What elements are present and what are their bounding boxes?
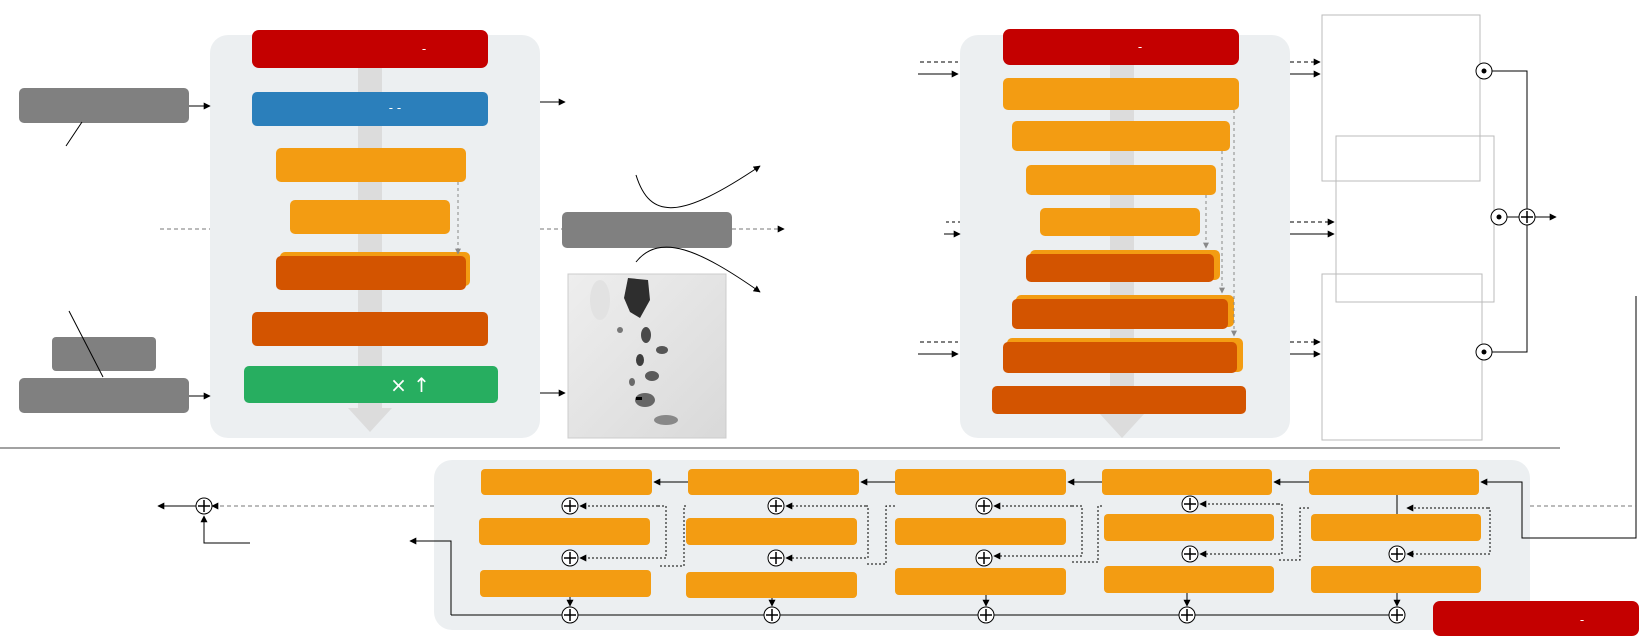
curve-upper [635, 165, 761, 209]
circle-plus-icon [1388, 545, 1406, 563]
bottom-block-c2-r3 [686, 572, 857, 598]
bottom-block-c1-r1 [481, 469, 652, 495]
output-frame-top [1321, 14, 1481, 182]
bottom-block-c4-r2 [1104, 514, 1274, 541]
residual-chain-c3-c2 [866, 505, 895, 565]
circle-plus-icon [763, 606, 781, 624]
encoder-blue-label: - - [389, 101, 401, 115]
circle-plus-icon [767, 497, 785, 515]
circle-plus-icon [767, 549, 785, 567]
bottom-block-c5-r1 [1309, 469, 1479, 495]
encoder-spine-arrowhead [348, 408, 392, 432]
bottom-block-c4-r3 [1104, 566, 1274, 593]
bottom-block-c1-r2 [479, 518, 650, 545]
output-frame-bottom [1321, 273, 1483, 441]
circle-plus-icon [975, 549, 993, 567]
multiply-bottom-connector [1492, 225, 1528, 353]
input-block-top [19, 88, 189, 123]
encoder-green-block [244, 366, 498, 403]
decoder-dark-block-1 [1026, 254, 1214, 282]
residual-loop-c5 [1406, 507, 1491, 558]
decoder-orange-block-1 [1003, 78, 1239, 110]
circle-plus-icon [977, 606, 995, 624]
residual-chain-c2-c1 [658, 505, 686, 567]
encoder-header-label: - [422, 42, 426, 56]
bottom-block-c2-r2 [686, 518, 857, 545]
multiply-top-connector [1492, 70, 1528, 209]
bottom-block-c3-r1 [895, 469, 1066, 495]
input-block-small [52, 337, 156, 371]
circle-plus-icon [1181, 545, 1199, 563]
circle-plus-icon [1388, 606, 1406, 624]
residual-loop-c4 [1199, 503, 1283, 558]
decoder-orange-block-3 [1026, 165, 1216, 195]
circle-plus-icon [561, 497, 579, 515]
decoder-dark-block-4 [992, 386, 1246, 414]
output-badge [1433, 601, 1639, 636]
residual-loop-c2 [785, 505, 869, 562]
grayscale-map-image [567, 273, 727, 439]
residual-chain-c5-c4 [1278, 507, 1309, 561]
bottom-block-c1-r3 [480, 570, 651, 597]
decoder-spine-arrowhead [1100, 414, 1144, 438]
residual-loop-c1 [579, 505, 667, 562]
plus-nodes-row-3 [561, 606, 1406, 624]
bottom-bus-exit [409, 537, 452, 615]
input-block-bottom [19, 378, 189, 413]
bottom-block-c2-r1 [688, 469, 859, 495]
encoder-orange-block-1 [276, 148, 466, 182]
decoder-header-block [1003, 29, 1239, 65]
input-bottom-leader [68, 310, 104, 378]
curve-lower [635, 246, 761, 293]
middle-gray-block [562, 212, 732, 248]
encoder-dark-block-2 [252, 312, 488, 346]
decoder-orange-block-2 [1012, 121, 1230, 151]
circle-dot-icon [1475, 343, 1493, 361]
encoder-dark-block-1 [276, 256, 466, 290]
bottom-block-c5-r2 [1311, 514, 1481, 541]
input-top-leader [65, 121, 83, 147]
residual-chain-c4-c3 [1072, 505, 1102, 563]
circle-plus-icon [1181, 495, 1199, 513]
circle-plus-icon [561, 549, 579, 567]
circle-plus-icon [1178, 606, 1196, 624]
circle-dot-icon [1475, 62, 1493, 80]
circle-plus-icon [195, 497, 213, 515]
decoder-dark-block-3 [1003, 342, 1237, 373]
encoder-blue-block [252, 92, 488, 126]
bottom-input-path [1480, 296, 1637, 539]
decoder-orange-block-4 [1040, 208, 1200, 236]
plus-nodes-row-2 [561, 545, 1406, 567]
encoder-orange-block-2 [290, 200, 450, 234]
plus-nodes-row-1 [561, 495, 1199, 515]
encoder-header-block [252, 30, 488, 68]
output-frame-middle [1335, 135, 1495, 303]
bottom-left-feed [200, 515, 250, 544]
decoder-dark-block-2 [1012, 299, 1228, 329]
bottom-block-c3-r3 [895, 568, 1066, 595]
bottom-block-c3-r2 [895, 518, 1066, 545]
decoder-header-label: - [1138, 40, 1142, 54]
circle-plus-icon [561, 606, 579, 624]
residual-loop-c3 [993, 505, 1083, 560]
circle-plus-icon [975, 497, 993, 515]
bottom-block-c5-r3 [1311, 566, 1481, 593]
output-badge-label: - [1580, 613, 1584, 627]
encoder-green-label: × ↑ [390, 373, 430, 397]
bottom-block-c4-r1 [1102, 469, 1272, 495]
circle-plus-icon [1518, 208, 1536, 226]
circle-dot-icon [1490, 208, 1508, 226]
